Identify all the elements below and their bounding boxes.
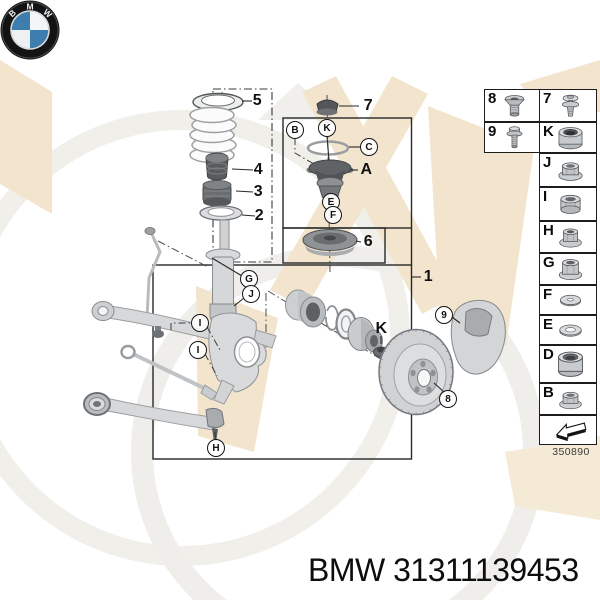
tension-strut-link (120, 344, 218, 401)
legend-cell-label: D (543, 346, 554, 363)
callout-J: J (242, 285, 260, 303)
legend-cell-label: 9 (488, 123, 497, 140)
spring-plate-box (282, 227, 386, 264)
legend-cell-label: H (543, 222, 554, 239)
lower-ball-joint (205, 407, 225, 429)
stabilizer-link (141, 227, 162, 324)
part-number-text: 31311139453 (393, 552, 579, 588)
lower-control-arm (83, 392, 225, 439)
legend-cell-label: 8 (488, 90, 497, 107)
leader-lines (211, 100, 461, 393)
legend-cell-arrow (539, 415, 597, 445)
wheel-bearing (285, 289, 326, 328)
legend-cell-J: J (539, 153, 597, 187)
flange-nut-icon (558, 162, 583, 181)
legend-cell-B: B (539, 383, 597, 415)
legend-cell-G: G (539, 253, 597, 285)
legend-cell-I: I (539, 187, 597, 221)
part-title: BMW 31311139453 (308, 554, 579, 586)
legend-cell-9: 9 (484, 122, 540, 153)
callout-3: 3 (253, 183, 263, 200)
strut-mount-cap (316, 99, 339, 116)
callout-H: H (207, 439, 225, 457)
callout-9: 9 (435, 306, 453, 324)
flange-lock-nut-icon (559, 228, 582, 248)
hub-bore (233, 336, 261, 368)
dust-boot (202, 180, 232, 207)
brake-disc (378, 328, 454, 416)
legend-cell-F: F (539, 285, 597, 315)
callout-1: 1 (423, 268, 433, 285)
legend-cell-E: E (539, 315, 597, 345)
callout-B: B (286, 121, 304, 139)
legend-cell-label: K (543, 123, 554, 140)
legend-cell-label: J (543, 154, 552, 171)
brand-text: BMW (308, 552, 385, 588)
legend-cell-H: H (539, 221, 597, 253)
callout-C: C (360, 138, 378, 156)
flange-bolt-icon (506, 125, 523, 148)
legend-cell-label: E (543, 316, 554, 333)
drawing-number: 350890 (552, 446, 590, 458)
legend-cell-label: 7 (543, 90, 552, 107)
legend-cell-D: D (539, 345, 597, 383)
callout-5: 5 (252, 92, 262, 109)
wheel-hub (347, 317, 383, 353)
callout-4: 4 (253, 161, 263, 178)
brake-caliper (450, 299, 506, 375)
callout-7: 7 (363, 97, 373, 114)
legend-cell-K: K (539, 122, 597, 153)
svg-text:M: M (26, 2, 33, 12)
bmw-roundel-logo: BMW (0, 0, 60, 60)
svg-text:B: B (7, 8, 18, 20)
legend-cell-label: G (543, 254, 555, 271)
callout-I-lower: I (189, 341, 207, 359)
bump-stop (205, 152, 229, 181)
flange-nut-tall-icon (558, 259, 583, 281)
legend-cell-label: B (543, 384, 554, 401)
collar-nut-icon (558, 351, 583, 377)
callout-K-nut: K (375, 320, 387, 337)
collar-nut-large-icon (558, 126, 583, 149)
hex-nut-icon (560, 194, 581, 214)
spring-plate (302, 229, 358, 256)
callout-K: K (318, 119, 336, 137)
callout-I-upper: I (191, 314, 209, 332)
washer-small-hole-icon (560, 294, 581, 307)
callout-8: 8 (439, 390, 457, 408)
steering-knuckle (208, 312, 277, 405)
callout-F: F (324, 206, 342, 224)
callout-6: 6 (363, 233, 373, 250)
flange-nut-icon (559, 391, 582, 410)
callout-2: 2 (254, 207, 264, 224)
legend-cell-label: F (543, 286, 553, 303)
legend-cell-label: I (543, 188, 548, 205)
expansion-rivet-icon (561, 94, 580, 116)
callout-A: A (360, 161, 372, 178)
countersunk-bolt-icon (504, 94, 525, 116)
direction-arrow-icon (555, 422, 587, 442)
legend-cell-8: 8 (484, 89, 540, 122)
kit-box-1 (152, 264, 413, 460)
legend-cell-7: 7 (539, 89, 597, 122)
washer-large-hole-icon (559, 324, 582, 337)
spring-seat-upper (192, 92, 244, 112)
leader-lines-dashed (170, 138, 315, 441)
spring-pad (199, 205, 243, 221)
